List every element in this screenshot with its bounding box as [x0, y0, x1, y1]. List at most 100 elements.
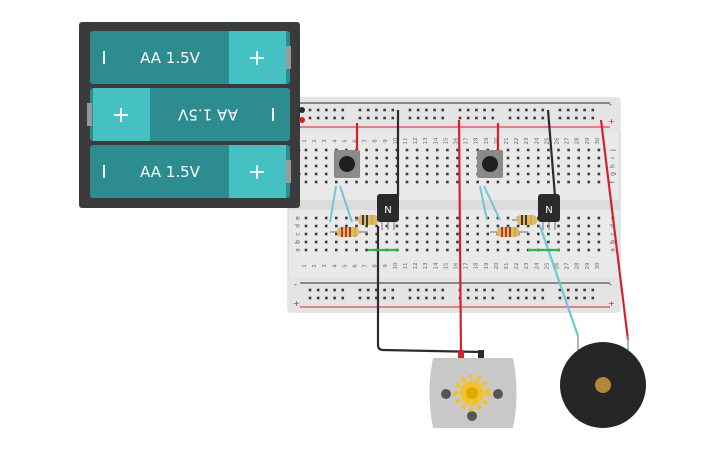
breadboard-hole[interactable] [425, 156, 429, 160]
breadboard-hole[interactable] [526, 172, 530, 176]
breadboard-hole[interactable] [567, 224, 570, 228]
breadboard-hole[interactable] [516, 224, 520, 228]
breadboard-hole[interactable] [416, 116, 420, 120]
breadboard-hole[interactable] [446, 164, 449, 168]
breadboard-hole[interactable] [308, 108, 312, 112]
breadboard-hole[interactable] [333, 288, 336, 292]
breadboard-hole[interactable] [415, 240, 419, 244]
breadboard-hole[interactable] [425, 288, 428, 292]
breadboard-hole[interactable] [466, 164, 469, 168]
breadboard-hole[interactable] [506, 172, 510, 176]
breadboard-hole[interactable] [547, 232, 550, 236]
breadboard-hole[interactable] [408, 108, 412, 112]
breadboard-hole[interactable] [436, 148, 439, 152]
breadboard-hole[interactable] [533, 288, 536, 292]
breadboard-hole[interactable] [415, 232, 419, 236]
breadboard-hole[interactable] [436, 232, 439, 236]
breadboard-hole[interactable] [597, 248, 601, 252]
breadboard-hole[interactable] [466, 148, 469, 152]
breadboard-hole[interactable] [557, 172, 560, 176]
breadboard-hole[interactable] [341, 296, 345, 300]
breadboard-hole[interactable] [496, 216, 500, 220]
breadboard-hole[interactable] [537, 164, 540, 168]
breadboard-hole[interactable] [526, 180, 530, 184]
breadboard-hole[interactable] [345, 240, 348, 244]
breadboard-hole[interactable] [537, 156, 540, 160]
breadboard-hole[interactable] [547, 172, 550, 176]
breadboard-hole[interactable] [508, 296, 512, 300]
breadboard-hole[interactable] [314, 172, 318, 176]
breadboard-hole[interactable] [375, 296, 378, 300]
breadboard-hole[interactable] [466, 224, 469, 228]
breadboard-hole[interactable] [446, 156, 449, 160]
breadboard-hole[interactable] [408, 116, 412, 120]
breadboard-hole[interactable] [557, 180, 560, 184]
breadboard-hole[interactable] [324, 248, 328, 252]
breadboard-hole[interactable] [525, 288, 528, 292]
breadboard-hole[interactable] [433, 288, 436, 292]
breadboard-hole[interactable] [567, 164, 570, 168]
breadboard-hole[interactable] [547, 156, 550, 160]
breadboard-hole[interactable] [466, 248, 469, 252]
breadboard-hole[interactable] [446, 180, 449, 184]
breadboard-hole[interactable] [516, 164, 520, 168]
breadboard-hole[interactable] [577, 172, 580, 176]
breadboard-hole[interactable] [597, 164, 601, 168]
breadboard-hole[interactable] [533, 108, 536, 112]
breadboard-hole[interactable] [425, 216, 429, 220]
breadboard-hole[interactable] [516, 156, 520, 160]
breadboard-hole[interactable] [446, 248, 449, 252]
breadboard-hole[interactable] [506, 148, 510, 152]
breadboard-hole[interactable] [341, 108, 345, 112]
breadboard-hole[interactable] [355, 248, 358, 252]
breadboard-hole[interactable] [446, 148, 449, 152]
breadboard-hole[interactable] [314, 156, 318, 160]
breadboard-hole[interactable] [395, 224, 399, 228]
breadboard-hole[interactable] [395, 232, 399, 236]
breadboard-hole[interactable] [365, 240, 368, 244]
breadboard-hole[interactable] [436, 156, 439, 160]
breadboard-hole[interactable] [557, 240, 560, 244]
breadboard-hole[interactable] [475, 116, 478, 120]
breadboard-hole[interactable] [458, 108, 462, 112]
breadboard-hole[interactable] [577, 232, 580, 236]
breadboard-hole[interactable] [491, 296, 495, 300]
breadboard-hole[interactable] [324, 180, 328, 184]
breadboard-hole[interactable] [591, 116, 595, 120]
breadboard-hole[interactable] [567, 148, 570, 152]
breadboard-hole[interactable] [466, 288, 470, 292]
breadboard-hole[interactable] [476, 248, 479, 252]
breadboard-hole[interactable] [304, 232, 308, 236]
breadboard-hole[interactable] [365, 164, 368, 168]
breadboard-hole[interactable] [425, 116, 428, 120]
breadboard-hole[interactable] [314, 224, 318, 228]
breadboard-hole[interactable] [385, 240, 389, 244]
breadboard-hole[interactable] [335, 248, 338, 252]
breadboard-hole[interactable] [577, 216, 580, 220]
breadboard-hole[interactable] [441, 288, 445, 292]
breadboard-hole[interactable] [506, 180, 510, 184]
breadboard-hole[interactable] [508, 288, 512, 292]
breadboard-hole[interactable] [304, 148, 308, 152]
breadboard-hole[interactable] [324, 240, 328, 244]
breadboard-hole[interactable] [304, 224, 308, 228]
breadboard-hole[interactable] [375, 232, 378, 236]
breadboard-hole[interactable] [304, 156, 308, 160]
breadboard-hole[interactable] [486, 224, 490, 228]
breadboard-hole[interactable] [506, 216, 510, 220]
breadboard-hole[interactable] [567, 240, 570, 244]
breadboard-hole[interactable] [324, 164, 328, 168]
breadboard-hole[interactable] [335, 232, 338, 236]
breadboard-hole[interactable] [475, 108, 478, 112]
breadboard-hole[interactable] [324, 232, 328, 236]
breadboard-hole[interactable] [341, 288, 345, 292]
breadboard-hole[interactable] [577, 240, 580, 244]
breadboard-hole[interactable] [557, 232, 560, 236]
piezo-buzzer[interactable] [560, 336, 646, 428]
breadboard-hole[interactable] [567, 216, 570, 220]
breadboard-hole[interactable] [436, 224, 439, 228]
breadboard-hole[interactable] [416, 288, 420, 292]
breadboard-hole[interactable] [324, 172, 328, 176]
dc-motor[interactable] [429, 350, 517, 428]
breadboard-hole[interactable] [366, 108, 370, 112]
